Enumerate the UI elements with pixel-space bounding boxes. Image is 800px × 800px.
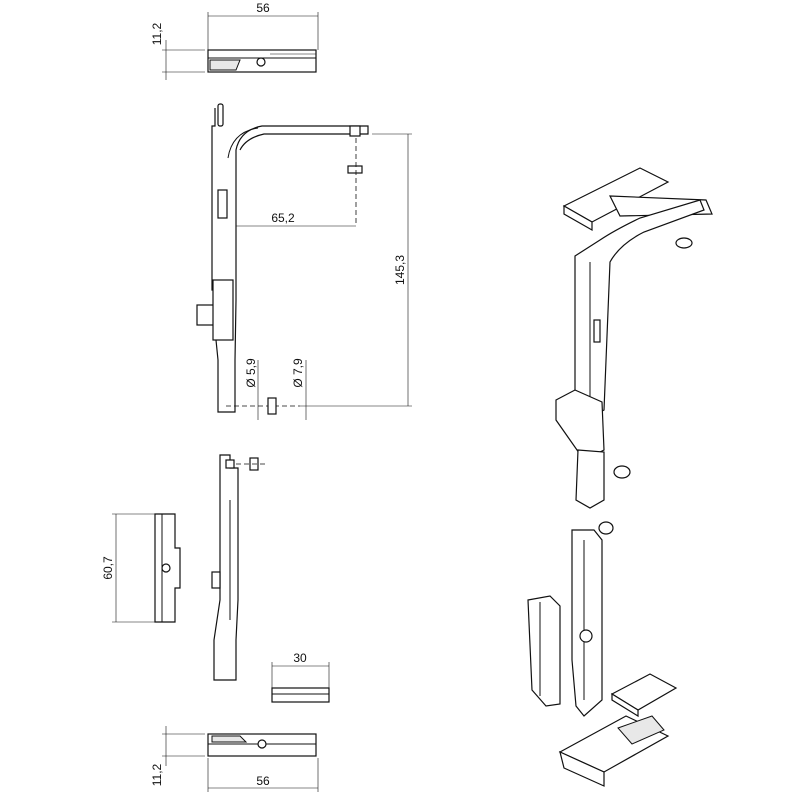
dim-horizontal-offset: 65,2 xyxy=(271,211,295,225)
isometric-lower xyxy=(527,521,678,787)
dim-top-width: 56 xyxy=(256,1,270,15)
dim-diameter-small: Ø 5,9 xyxy=(244,358,258,388)
top-part xyxy=(162,12,319,80)
bottom-part xyxy=(162,726,319,792)
dim-diameter-large: Ø 7,9 xyxy=(291,358,305,388)
dim-bottom-height: 11,2 xyxy=(150,763,164,786)
lower-part xyxy=(211,454,266,681)
dim-bottom-width: 56 xyxy=(256,774,270,788)
isometric-upper xyxy=(555,167,713,509)
dim-middle-height: 60,7 xyxy=(101,556,115,580)
dim-small-part-width: 30 xyxy=(293,651,307,665)
corner-drive-part xyxy=(196,103,412,420)
small-part xyxy=(271,662,330,703)
keeper-part xyxy=(112,513,181,623)
dim-top-height: 11,2 xyxy=(150,22,164,45)
dim-total-height: 145,3 xyxy=(393,255,407,285)
